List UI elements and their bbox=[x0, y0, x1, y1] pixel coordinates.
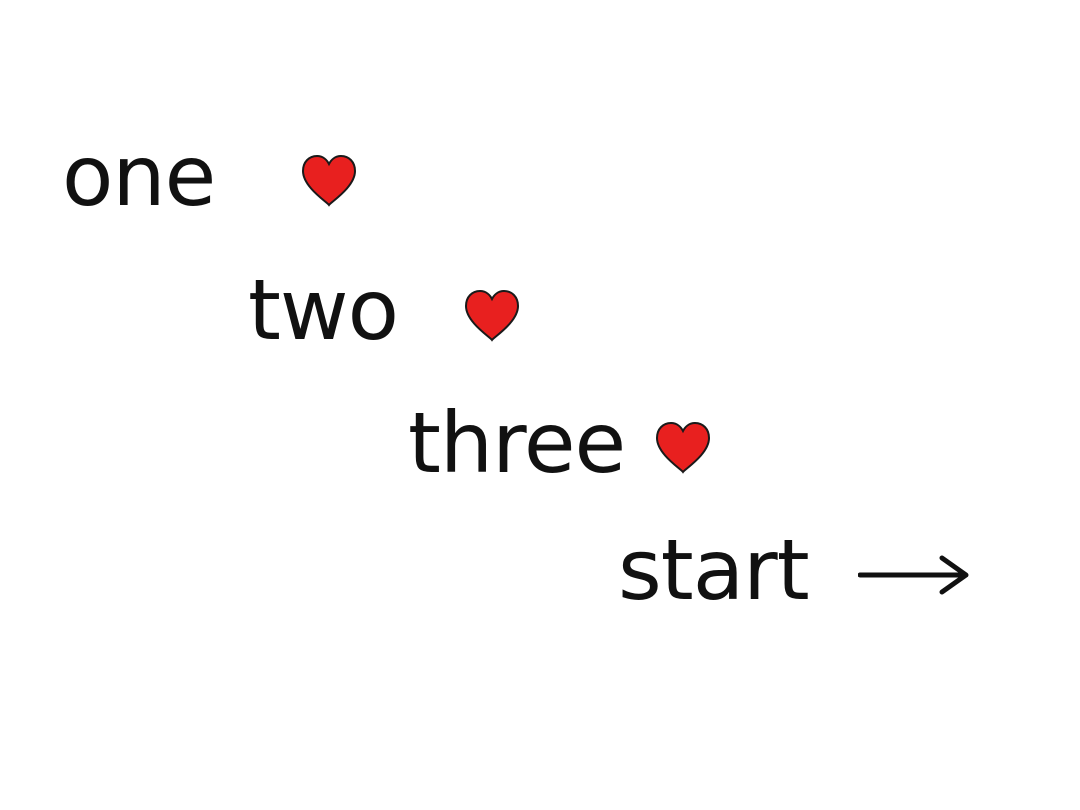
heart-icon bbox=[463, 289, 521, 343]
heart-icon bbox=[654, 421, 712, 475]
heart-icon bbox=[300, 154, 358, 208]
word-three: three bbox=[408, 394, 626, 492]
word-two: two bbox=[248, 261, 399, 359]
start-label: start bbox=[618, 521, 810, 619]
word-one: one bbox=[62, 127, 216, 225]
right-arrow-icon bbox=[858, 555, 972, 595]
